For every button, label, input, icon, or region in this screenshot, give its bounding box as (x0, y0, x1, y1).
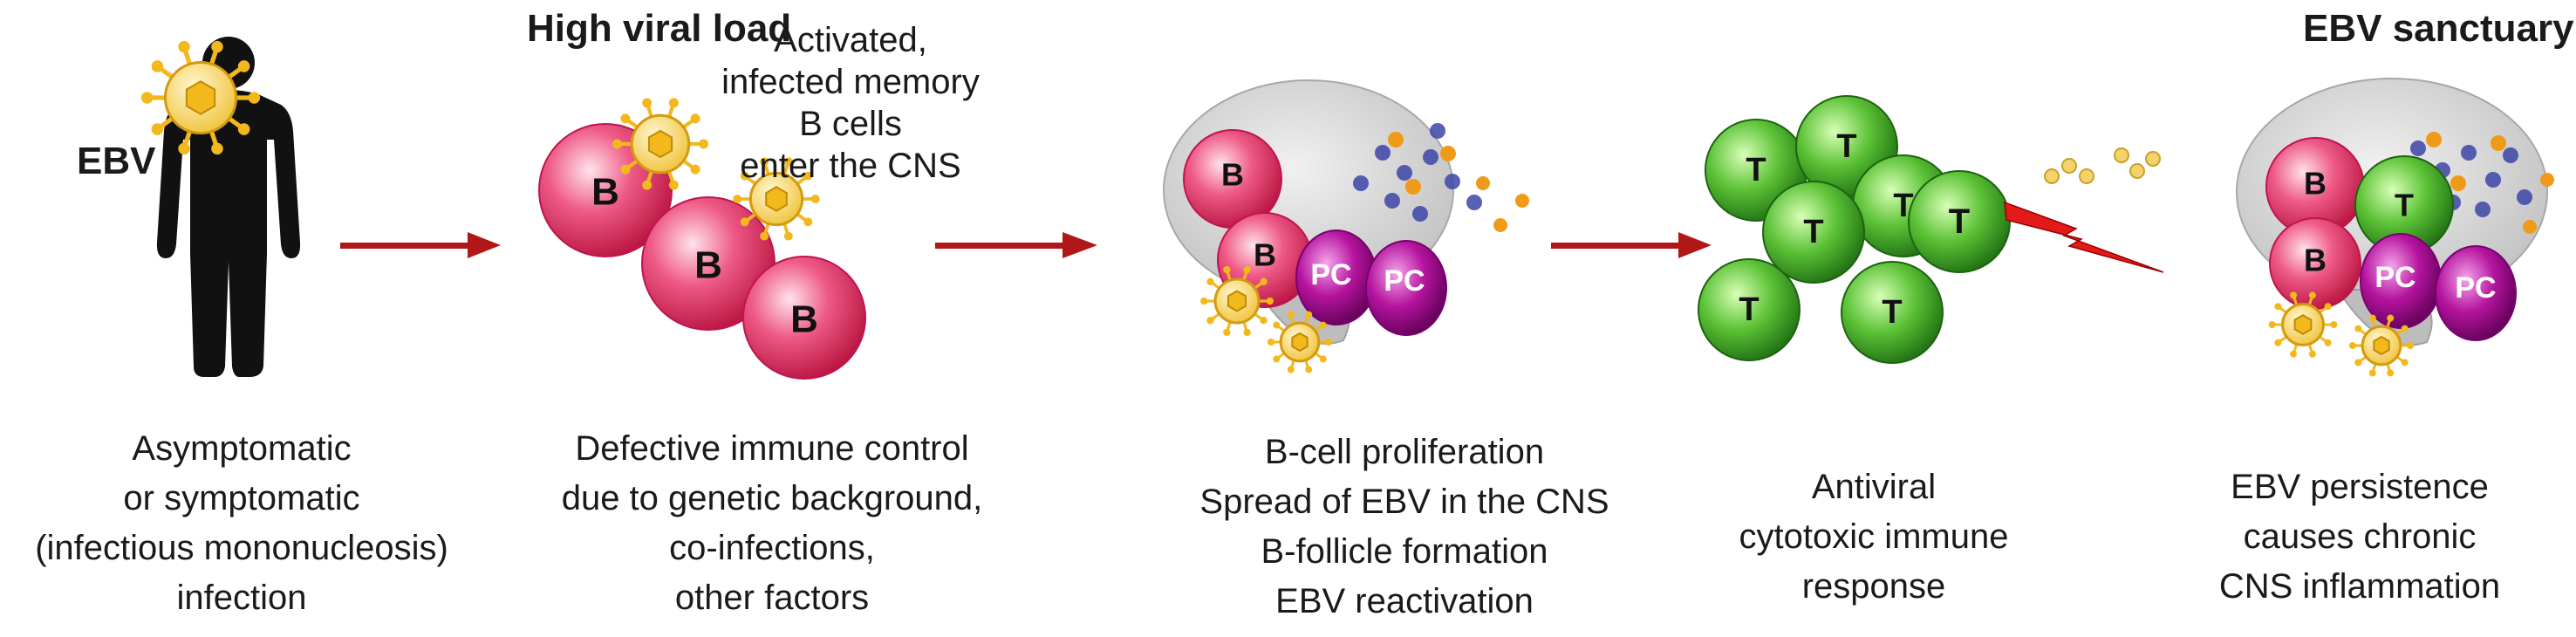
transition-line: B cells (799, 105, 902, 143)
ebv-sanctuary-heading: EBV sanctuary (2303, 7, 2574, 50)
caption-line: other factors (674, 579, 870, 617)
plasma-cell-label: PC (2374, 261, 2415, 294)
lightning-bolt-icon (2004, 201, 2164, 273)
b-cell-label: B (694, 244, 722, 287)
b-cell-label: B (1221, 157, 1244, 193)
high-viral-load-heading: High viral load (527, 7, 792, 50)
ebv-virus-icon (1267, 311, 1333, 373)
caption-line: Asymptomatic (132, 429, 352, 468)
caption-line: CNS inflammation (2218, 567, 2501, 606)
t-cell-label: T (1739, 291, 1759, 328)
transition-line: Activated, (774, 21, 927, 59)
b-cell-label: B (1254, 237, 1276, 273)
b-cell-label: B (790, 298, 818, 341)
caption-line: co-infections, (669, 529, 875, 567)
t-cell-label: T (1949, 202, 1970, 241)
caption-ebv-persistence: EBV persistence causes chronic CNS infla… (2176, 462, 2543, 612)
plasma-cell (2435, 245, 2517, 341)
caption-line: Antiviral (1811, 468, 1937, 506)
brain-infiltration (1163, 79, 1529, 345)
caption-line: due to genetic background, (561, 479, 983, 517)
activated-cells (1388, 132, 1529, 232)
t-cell-cluster (1698, 95, 2011, 364)
ebv-label: EBV (77, 140, 156, 182)
caption-line: or symptomatic (123, 479, 360, 517)
arrow-1 (340, 232, 501, 258)
b-cell-cluster (538, 123, 866, 380)
ebv-virus-icon (733, 157, 820, 241)
caption-line: EBV persistence (2231, 468, 2489, 506)
plasma-cell-label: PC (1384, 264, 1425, 298)
activated-cells (2426, 132, 2554, 234)
cell-labels: B B B B B PC PC T T T T T T T B B T PC P… (591, 128, 2497, 341)
caption-line: causes chronic (2243, 517, 2477, 556)
caption-line: Spread of EBV in the CNS (1199, 483, 1609, 521)
t-cell (1762, 181, 1865, 284)
ebv-sanctuary-brain (2236, 78, 2554, 346)
caption-line: B-cell proliferation (1264, 433, 1545, 471)
arrow-2 (935, 232, 1097, 258)
t-cell-label: T (1882, 294, 1902, 331)
ebv-virus-icon (2348, 314, 2415, 377)
caption-b-cell-proliferation: B-cell proliferation Spread of EBV in th… (1178, 428, 1631, 627)
t-cell-label: T (1893, 188, 1913, 224)
caption-line: cytotoxic immune (1739, 517, 2009, 556)
caption-line: B-follicle formation (1261, 532, 1548, 571)
b-cell-label: B (591, 171, 619, 214)
caption-line: Defective immune control (575, 429, 969, 468)
transition-line: infected memory (721, 63, 980, 101)
t-cell (1698, 258, 1800, 361)
caption-line: response (1801, 567, 1946, 606)
t-cell-label: T (1803, 214, 1823, 250)
transition-b-cells-enter-cns: Activated, infected memory B cells enter… (676, 19, 1025, 187)
t-cell (1841, 261, 1944, 364)
transition-line: enter the CNS (740, 147, 961, 185)
virus-layer (140, 40, 2415, 377)
b-follicle (1353, 123, 1482, 222)
ebv-virus-icon (140, 40, 261, 155)
caption-defective-immune-control: Defective immune control due to genetic … (528, 424, 1016, 623)
ebv-virus-icon (2268, 291, 2338, 358)
caption-line: EBV reactivation (1275, 582, 1534, 620)
b-cell-label: B (2304, 243, 2327, 278)
t-cell-label: T (2395, 188, 2414, 223)
t-cell-label: T (1746, 152, 1766, 188)
cytotoxic-granules (2044, 147, 2161, 184)
plasma-cell-label: PC (1310, 258, 1351, 291)
b-cell (742, 256, 866, 380)
b-cell-label: B (2304, 166, 2327, 202)
plasma-cell (1365, 240, 1447, 336)
t-cell (1908, 170, 2011, 273)
ebv-virus-icon (1200, 265, 1274, 337)
t-cell-label: T (1836, 128, 1856, 165)
caption-line: (infectious mononucleosis) (35, 529, 448, 567)
arrow-3 (1551, 232, 1712, 258)
caption-line: infection (176, 579, 307, 617)
caption-infection: Asymptomatic or symptomatic (infectious … (0, 424, 486, 623)
plasma-cell-label: PC (2455, 271, 2496, 305)
caption-antiviral-response: Antiviral cytotoxic immune response (1699, 462, 2048, 612)
ebv-virus-icon (612, 98, 709, 190)
